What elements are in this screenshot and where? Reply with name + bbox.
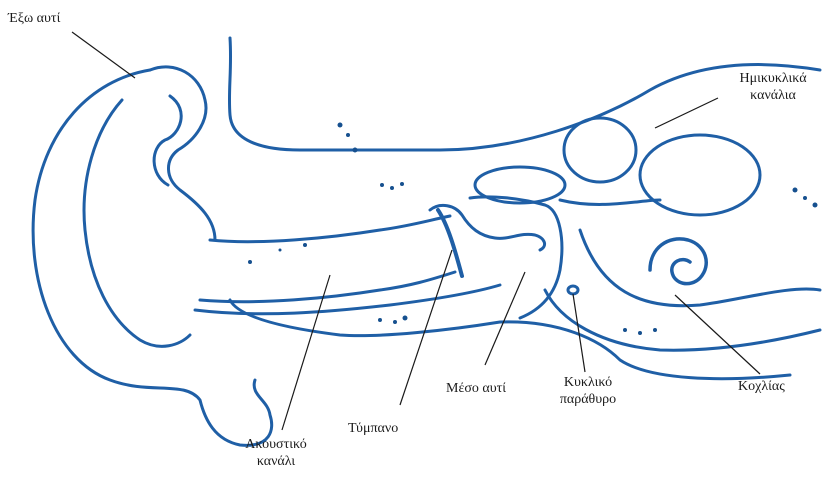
label-middle-ear: Μέσο αυτί [446,380,506,397]
label-semicircular-line1: Ημικυκλικά [718,70,828,87]
eardrum-membrane [438,210,462,276]
label-round-window: Κυκλικό παράθυρο [544,374,632,408]
pinna-helix-inner [150,67,215,240]
label-ear-canal-line2: κανάλι [228,453,324,470]
label-cochlea: Κοχλίας [738,378,785,395]
leader-outer-ear [72,32,135,78]
semicircular-canal-1 [564,118,636,182]
label-round-window-line2: παράθυρο [544,391,632,408]
pinna-outline [33,70,272,445]
label-outer-ear: Έξω αυτί [8,10,60,27]
ear-canal-lower [200,272,455,302]
middle-ear-chamber [470,197,562,318]
label-semicircular-line2: κανάλια [718,87,828,104]
inner-ear-body [580,230,820,306]
stipple-dots [248,123,818,336]
semicircular-canal-2 [640,135,760,215]
label-round-window-line1: Κυκλικό [544,374,632,391]
inner-ear-base [545,290,820,350]
label-ear-canal-line1: Ακουστικό [228,436,324,453]
leader-semicircular [655,98,718,128]
leader-eardrum [400,250,452,405]
ear-canal-upper [210,216,450,242]
cochlea-spiral [650,239,706,284]
round-window [568,286,578,294]
label-ear-canal: Ακουστικό κανάλι [228,436,324,470]
vestibule [560,200,660,204]
label-semicircular-canals: Ημικυκλικά κανάλια [718,70,828,104]
leader-cochlea [675,295,760,374]
pinna-antihelix [84,100,190,346]
semicircular-canal-3 [475,167,565,203]
label-eardrum: Τύμπανο [348,420,398,437]
